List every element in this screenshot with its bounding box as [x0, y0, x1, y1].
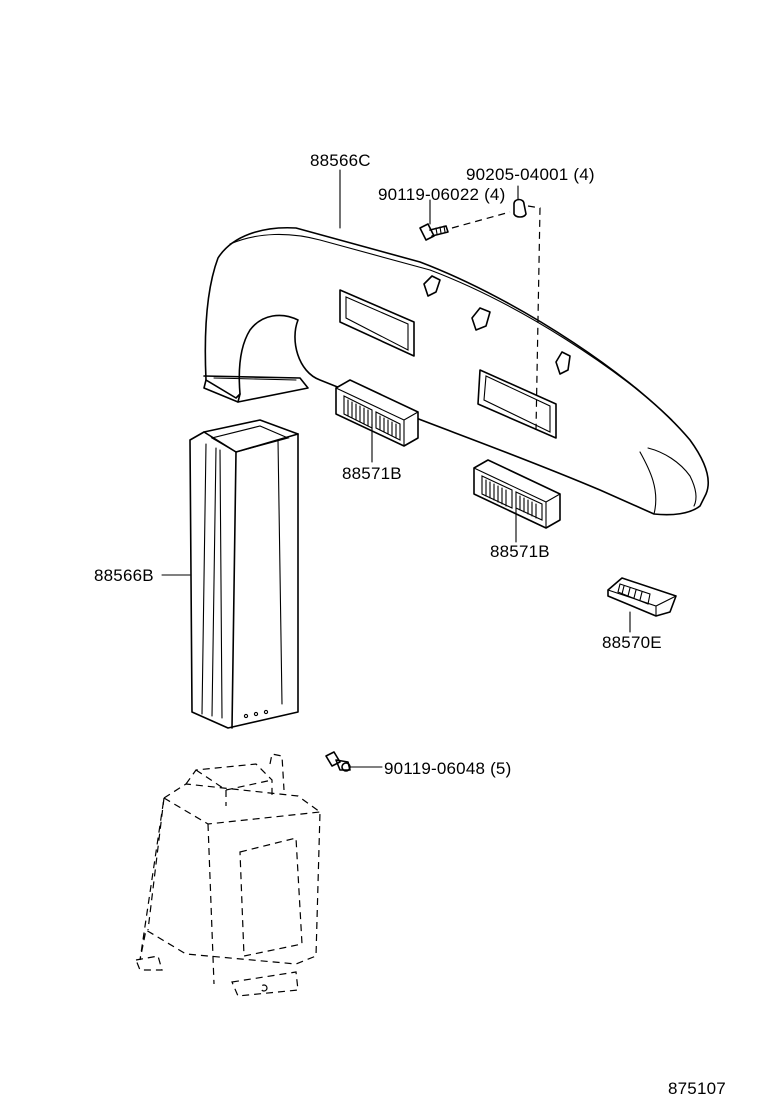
side-air-duct-drawing: [161, 419, 299, 729]
register-small-drawing: [607, 577, 677, 633]
label-register-88571b-right: 88571B: [490, 542, 550, 561]
label-clip-90205-04001: 90205-04001 (4): [466, 165, 595, 184]
register-left-drawing: [335, 379, 419, 463]
label-air-duct-88566b: 88566B: [94, 566, 154, 585]
upper-air-duct-drawing: [203, 169, 710, 516]
label-register-88570e: 88570E: [602, 633, 662, 652]
lower-housing-drawing: [135, 753, 321, 997]
screw-lower-drawing: [325, 751, 383, 772]
screw-and-clip-drawing: [419, 185, 541, 431]
label-register-88571b-left: 88571B: [342, 464, 402, 483]
label-air-duct-88566c: 88566C: [310, 151, 371, 170]
register-right-drawing: [473, 459, 561, 543]
label-screw-90119-06022: 90119-06022 (4): [378, 185, 506, 204]
figure-number: 875107: [668, 1079, 726, 1098]
label-screw-90119-06048: 90119-06048 (5): [384, 759, 512, 778]
